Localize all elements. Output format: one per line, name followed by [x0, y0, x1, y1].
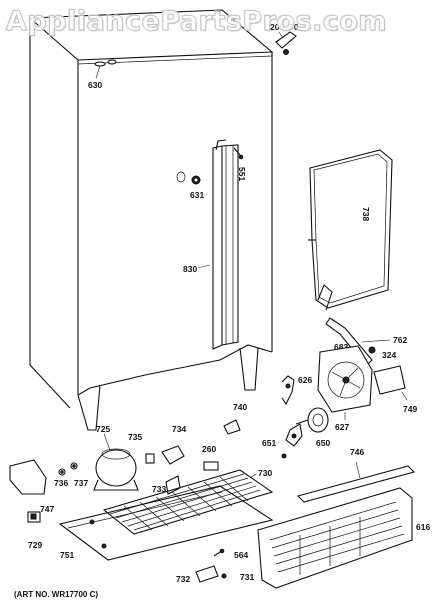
label-650: 650 — [316, 438, 330, 448]
label-631: 631 — [190, 190, 204, 200]
part-749-cover[interactable] — [373, 365, 406, 395]
part-736-grommet[interactable] — [58, 468, 66, 476]
label-564: 564 — [234, 550, 248, 560]
part-626-bracket[interactable] — [281, 375, 295, 406]
label-736: 736 — [54, 478, 68, 488]
part-735-overload[interactable] — [145, 453, 155, 464]
label-725: 725 — [96, 424, 110, 434]
art-number: (ART NO. WR17700 C) — [14, 590, 98, 599]
label-260: 260 — [202, 444, 216, 454]
label-626: 626 — [298, 375, 312, 385]
label-683: 683 — [334, 342, 348, 352]
label-627: 627 — [335, 422, 349, 432]
label-751: 751 — [60, 550, 74, 560]
part-729-clip[interactable] — [27, 511, 41, 523]
part-324-grommet[interactable] — [368, 346, 376, 354]
label-749: 749 — [403, 404, 417, 414]
label-830: 830 — [183, 264, 197, 274]
part-751-base-pan[interactable] — [58, 485, 274, 561]
label-731: 731 — [240, 572, 254, 582]
part-732-mounting-bracket[interactable] — [195, 565, 219, 583]
part-737-grommet[interactable] — [70, 462, 78, 470]
part-630-hinge-screw[interactable] — [94, 59, 117, 79]
part-627-fan-bracket[interactable] — [317, 345, 373, 413]
part-746-strip[interactable] — [296, 465, 416, 503]
label-324: 324 — [382, 350, 396, 360]
label-733: 733 — [152, 484, 166, 494]
label-729: 729 — [28, 540, 42, 550]
cabinet — [28, 9, 274, 431]
part-200-top-hinge[interactable] — [275, 31, 297, 55]
label-747: 747 — [40, 504, 54, 514]
label-551: 551 — [237, 167, 247, 181]
part-740-clip[interactable] — [223, 419, 241, 435]
part-734-relay[interactable] — [161, 445, 185, 465]
label-616: 616 — [416, 522, 430, 532]
label-746: 746 — [350, 447, 364, 457]
label-734: 734 — [172, 424, 186, 434]
cabinet-hole — [176, 171, 186, 183]
label-630: 630 — [88, 80, 102, 90]
part-631-plug[interactable] — [191, 175, 201, 185]
label-200: 200 — [270, 22, 284, 32]
label-651: 651 — [262, 438, 276, 448]
part-747-bracket[interactable] — [9, 459, 47, 495]
label-740: 740 — [233, 402, 247, 412]
label-730: 730 — [258, 468, 272, 478]
label-735: 735 — [128, 432, 142, 442]
label-738: 738 — [361, 207, 371, 221]
part-650-fan-motor[interactable] — [295, 407, 329, 433]
label-737: 737 — [74, 478, 88, 488]
part-830-mullion-trim[interactable] — [212, 139, 239, 350]
part-730-condenser[interactable] — [102, 469, 274, 535]
label-732: 732 — [176, 574, 190, 584]
part-616-rear-panel[interactable] — [257, 487, 413, 589]
label-762: 762 — [393, 335, 407, 345]
part-260-terminal-block[interactable] — [203, 461, 219, 471]
part-564-screw[interactable] — [213, 548, 225, 557]
part-725-compressor[interactable] — [93, 448, 139, 491]
part-551-screw[interactable] — [233, 147, 244, 160]
part-738-heater-loop[interactable] — [308, 149, 393, 311]
part-731-screw[interactable] — [221, 573, 227, 579]
part-651-fan-blade[interactable] — [281, 423, 303, 459]
label-70: 70 — [289, 22, 299, 32]
